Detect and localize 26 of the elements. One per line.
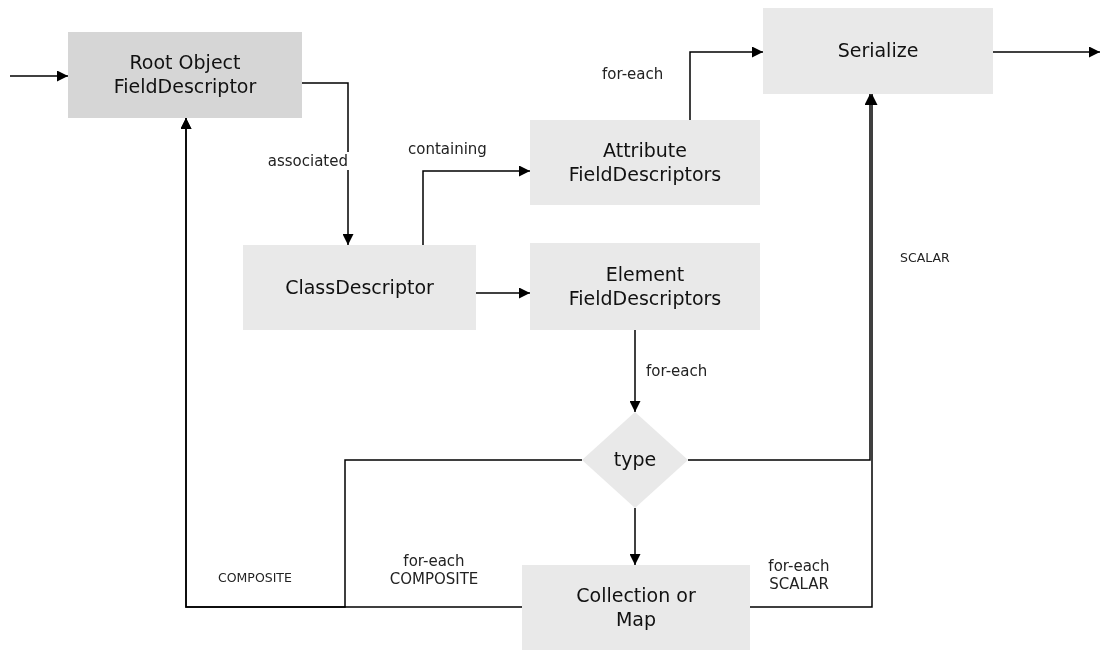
edge-label: SCALAR bbox=[898, 250, 952, 265]
node-label: Root Object FieldDescriptor bbox=[112, 51, 258, 99]
arrow bbox=[689, 46, 764, 121]
decision-diamond bbox=[582, 412, 688, 508]
arrow bbox=[422, 165, 531, 246]
process-box bbox=[522, 565, 750, 650]
process-box bbox=[763, 8, 993, 94]
arrow bbox=[629, 507, 641, 566]
edge-label: COMPOSITE bbox=[216, 570, 294, 585]
node-label: Serialize bbox=[837, 39, 919, 63]
process-box bbox=[243, 245, 476, 330]
node-label: type bbox=[613, 448, 657, 472]
arrow bbox=[749, 93, 878, 608]
process-box bbox=[68, 32, 302, 118]
node-label: Attribute FieldDescriptors bbox=[567, 138, 723, 187]
process-box bbox=[530, 243, 760, 330]
arrow bbox=[475, 287, 531, 299]
edge-label: containing bbox=[406, 140, 489, 158]
arrow bbox=[629, 329, 641, 413]
arrow bbox=[301, 82, 354, 246]
node-label: Collection or Map bbox=[575, 583, 697, 632]
node-label: ClassDescriptor bbox=[285, 275, 434, 300]
arrow bbox=[992, 46, 1101, 58]
process-box bbox=[530, 120, 760, 205]
node-label: Element FieldDescriptors bbox=[567, 262, 723, 311]
arrow bbox=[9, 70, 69, 82]
